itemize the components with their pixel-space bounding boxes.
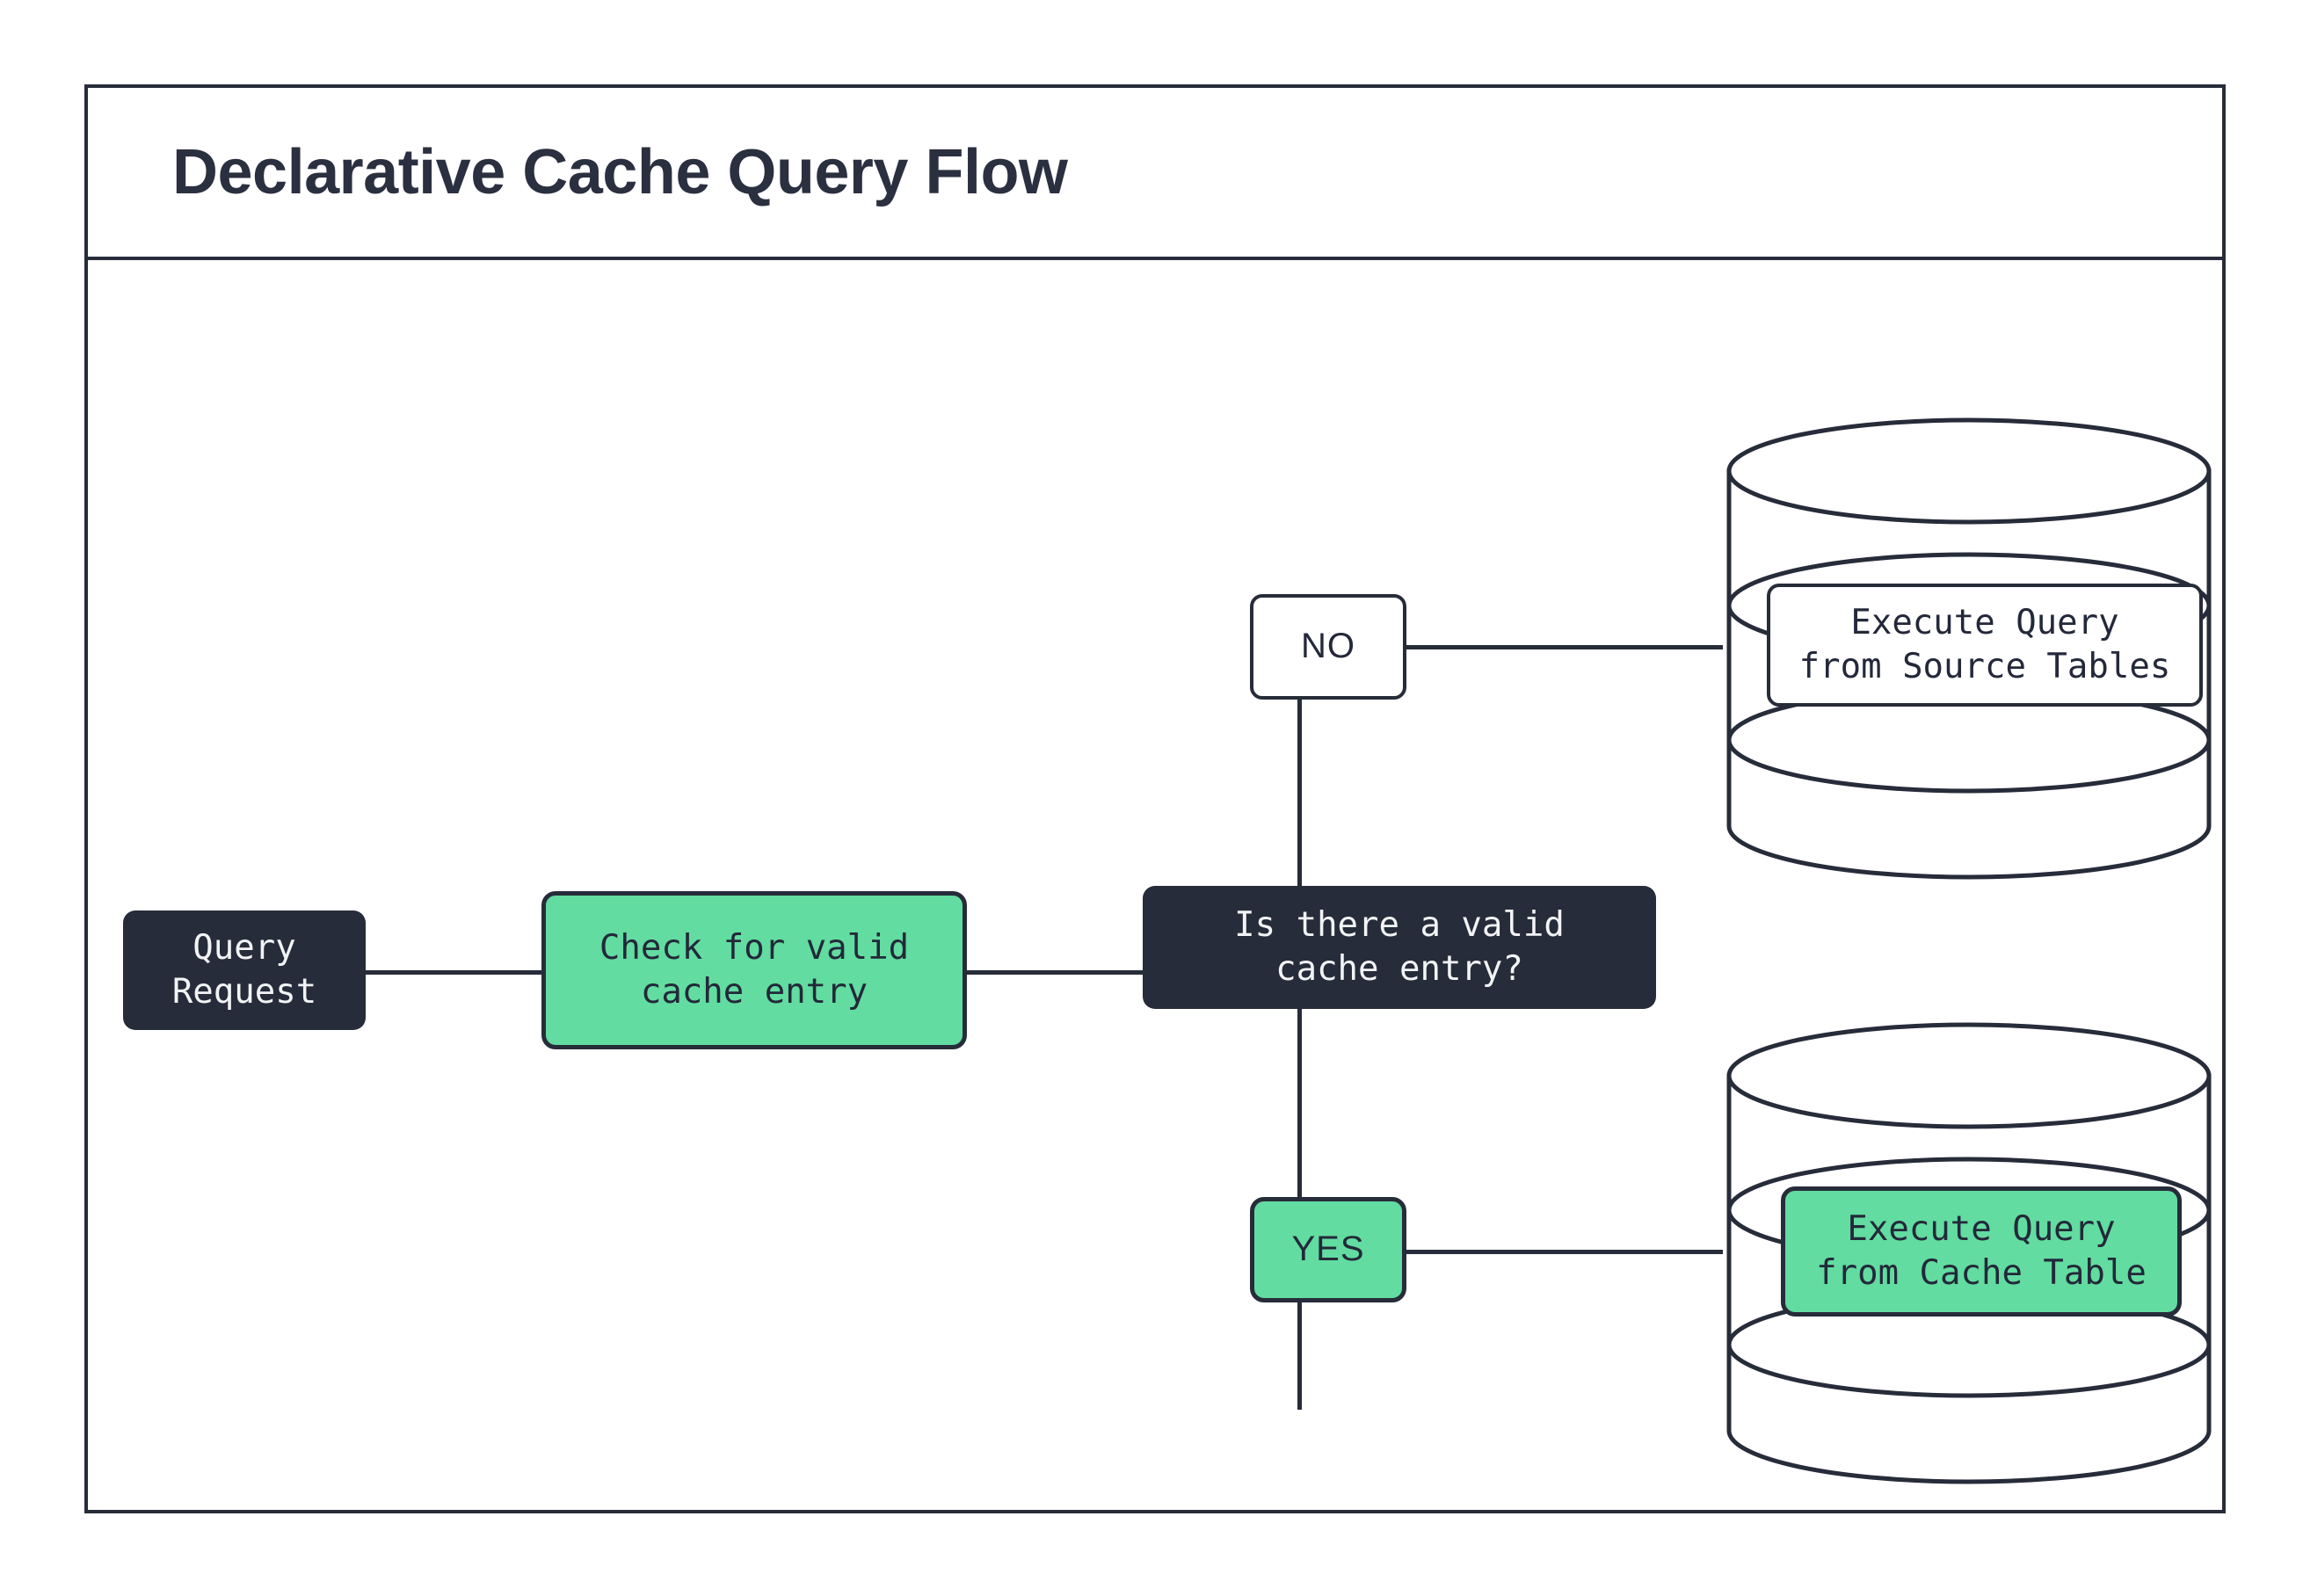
page-title: Declarative Cache Query Flow xyxy=(172,137,1068,207)
edge-no-to-source-db xyxy=(1406,645,1723,649)
edge-query-to-check xyxy=(366,970,541,975)
node-query-request[interactable]: Query Request xyxy=(123,910,366,1030)
diagram-frame: Declarative Cache Query Flow xyxy=(84,84,2226,1513)
edge-check-to-decision xyxy=(967,970,1143,975)
branch-label-yes[interactable]: YES xyxy=(1250,1197,1406,1302)
node-execute-query-source-tables[interactable]: Execute Query from Source Tables xyxy=(1767,584,2203,707)
node-execute-query-cache-table[interactable]: Execute Query from Cache Table xyxy=(1781,1186,2182,1317)
branch-label-no[interactable]: NO xyxy=(1250,594,1406,700)
node-decision-valid-cache-entry[interactable]: Is there a valid cache entry? xyxy=(1143,886,1656,1009)
edge-yes-to-cache-db xyxy=(1406,1250,1723,1254)
edge-decision-to-no xyxy=(1297,700,1302,935)
flow-canvas: Query Request Check for valid cache entr… xyxy=(88,260,2222,1510)
title-band: Declarative Cache Query Flow xyxy=(88,88,2222,260)
node-check-cache-entry[interactable]: Check for valid cache entry xyxy=(541,891,967,1049)
